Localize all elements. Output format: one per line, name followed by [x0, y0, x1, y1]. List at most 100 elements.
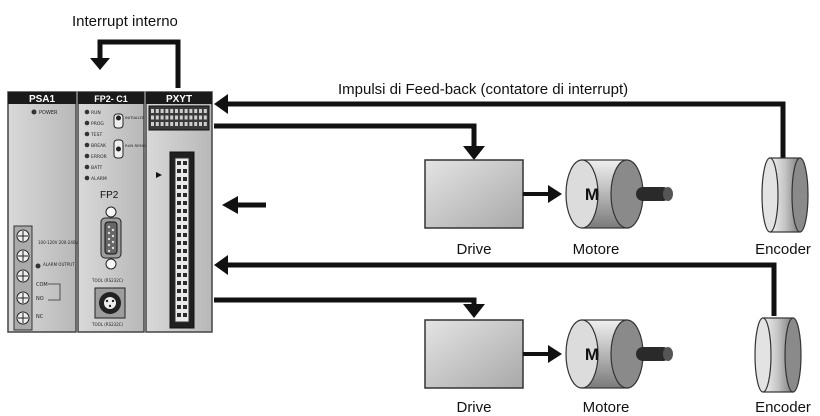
terminal-screw-icon	[16, 269, 30, 283]
connector-pin	[183, 257, 187, 261]
psa1-com-label: COM	[36, 282, 48, 288]
connector-pin	[177, 257, 181, 261]
led-icon	[84, 142, 90, 148]
io-led-dot	[199, 109, 202, 113]
drive-label-bottom: Drive	[456, 399, 491, 416]
connector-pin	[177, 305, 181, 309]
led-label: BREAK	[91, 143, 107, 149]
feedback-arrow-top	[214, 94, 786, 158]
io-led-dot	[165, 109, 169, 113]
connector-pin	[177, 265, 181, 269]
motor-icon	[565, 319, 673, 389]
connector-pin	[183, 201, 187, 205]
encoder-icon	[754, 317, 802, 393]
psa1-power-label: POWER	[39, 110, 58, 116]
connector-pin	[183, 225, 187, 229]
led-label: BATT	[91, 165, 102, 171]
io-led-dot	[165, 122, 169, 126]
io-led-dot	[155, 109, 159, 113]
connector-pin	[177, 177, 181, 181]
encoder-label-top: Encoder	[755, 241, 811, 258]
io-led-dot	[203, 122, 207, 126]
connector-pin	[183, 313, 187, 317]
connector-pin	[183, 241, 187, 245]
psa1-no-label: NO	[36, 296, 44, 302]
drive-label-top: Drive	[456, 241, 491, 258]
feedback-label: Impulsi di Feed-back (contatore di inter…	[338, 81, 628, 98]
switch-1-label: INITIALIZE TEST	[125, 115, 156, 120]
connector-pin	[177, 193, 181, 197]
psa1-nc-label: NC	[36, 314, 44, 320]
io-led-dot	[155, 115, 159, 120]
psa1-voltage-label: 100-120V 200-240V	[38, 240, 78, 245]
cpu-title-bar	[78, 92, 144, 104]
connector-pin	[177, 249, 181, 253]
led-label: PROG	[91, 121, 104, 127]
io-led-dot	[199, 122, 202, 126]
io-led-dot	[179, 115, 183, 120]
connector-pin	[183, 273, 187, 277]
motor-label-top: Motore	[573, 241, 620, 258]
cpu-title: FP2- C1	[94, 94, 128, 104]
io-led-dot	[170, 115, 174, 120]
led-icon	[84, 153, 90, 159]
io-led-dot	[189, 122, 193, 126]
io-led-dot	[184, 122, 188, 126]
connector-pin	[177, 185, 181, 189]
cpu-brand-label: FP2	[100, 190, 119, 201]
io-led-dot	[184, 109, 188, 113]
io-led-dot	[194, 115, 198, 120]
connector-pin	[177, 169, 181, 173]
led-label: ALARM	[91, 176, 107, 182]
io-led-dot	[189, 109, 193, 113]
pxyt-title-bar	[146, 92, 212, 104]
io-led-dot	[165, 115, 169, 120]
connector-pin	[177, 297, 181, 301]
output-arrow-top	[214, 123, 485, 160]
io-led-dot	[160, 115, 164, 120]
connector-pin	[183, 209, 187, 213]
interrupt-label: Interrupt interno	[72, 13, 178, 30]
io-led-dot	[160, 109, 164, 113]
drive-block-top	[424, 159, 524, 229]
led-icon	[84, 109, 90, 115]
cpu-led-list: RUN PROG TEST BREAK ERROR BATT ALARM	[84, 109, 107, 182]
cpu-switch-1[interactable]: INITIALIZE TEST	[113, 113, 156, 129]
cpu-switch-2[interactable]: RUN REMOTE PROG	[113, 139, 163, 159]
io-led-dot	[151, 122, 154, 126]
dsub-connector-icon	[100, 206, 122, 270]
drive-to-motor-arrow-top	[523, 185, 562, 203]
drive-block-bottom	[424, 319, 524, 389]
connector-pin	[183, 297, 187, 301]
interrupt-loop-arrow	[90, 39, 181, 88]
led-icon	[84, 120, 90, 126]
motor-letter-top: M	[585, 185, 599, 204]
connector-pin	[183, 265, 187, 269]
switch-2-label: RUN REMOTE PROG	[125, 143, 163, 148]
connector-pin	[183, 289, 187, 293]
io-led-dot	[194, 109, 198, 113]
io-led-dot	[179, 122, 183, 126]
io-led-dot	[175, 122, 178, 126]
cpu-module: FP2- C1 RUN PROG TEST BREAK ERROR BATT A…	[77, 91, 163, 333]
connector-pin	[177, 289, 181, 293]
connector-pin	[183, 185, 187, 189]
io-led-dot	[151, 115, 154, 120]
pxyt-title: PXYT	[166, 94, 192, 105]
led-label: ERROR	[91, 154, 107, 160]
encoder-icon	[761, 157, 809, 233]
terminal-screw-icon	[16, 291, 30, 305]
plc-rack: PSA1 POWER 100-120V 200-240V ALARM OUTPU…	[7, 91, 213, 333]
io-led-dot	[170, 109, 174, 113]
io-led-dot	[194, 122, 198, 126]
connector-pin	[177, 273, 181, 277]
connector-pin	[177, 217, 181, 221]
connector-pin	[177, 313, 181, 317]
io-led-dot	[184, 115, 188, 120]
feedback-arrow-bottom	[214, 255, 777, 316]
led-label: RUN	[91, 110, 101, 116]
connector-pin	[177, 201, 181, 205]
terminal-screw-icon	[16, 249, 30, 263]
connector-pin	[177, 161, 181, 165]
connector-pin1-marker	[156, 172, 162, 178]
